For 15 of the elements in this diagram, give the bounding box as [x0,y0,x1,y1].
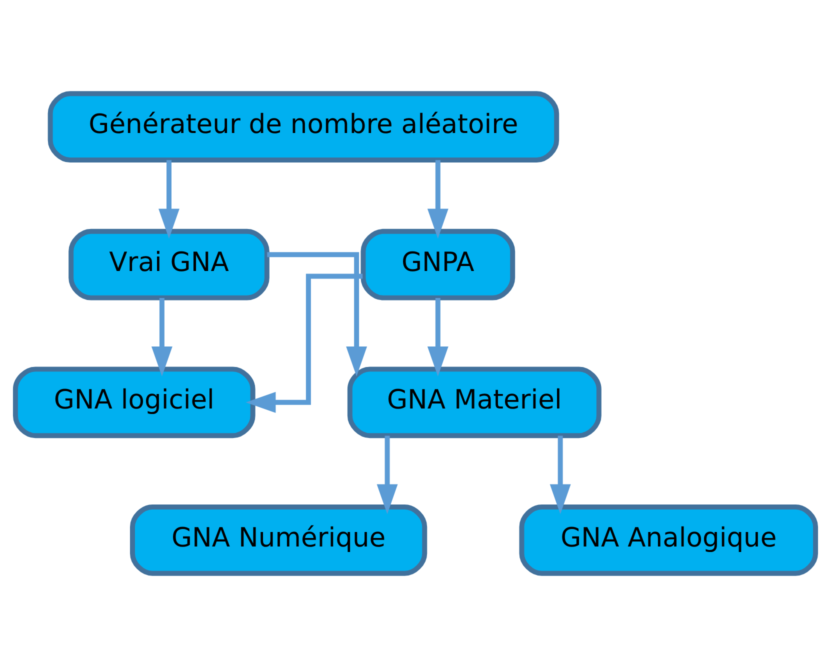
arrow [427,297,448,376]
arrow [151,297,172,376]
node-box: Générateur de nombre aléatoire [48,90,560,162]
arrow [427,160,448,238]
node-box: GNPA [360,228,516,300]
arrow [550,435,571,514]
arrow [246,273,363,412]
node-box: GNA Analogique [519,504,818,576]
arrow [376,435,398,514]
node-box: GNA logiciel [12,366,256,438]
arrow [158,160,180,238]
node-box: GNA Numérique [130,504,428,576]
node-box: GNA Materiel [347,366,602,438]
node-box: Vrai GNA [68,228,270,300]
arrow [267,252,368,376]
